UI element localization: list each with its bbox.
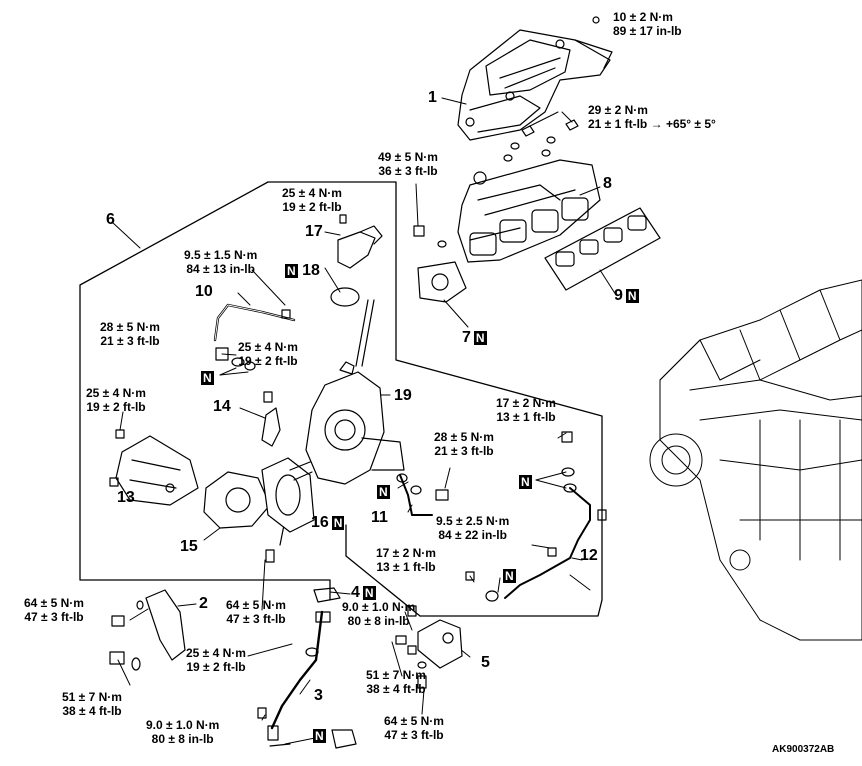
new-part-marker: N (625, 288, 639, 303)
engine-block-illustration (649, 279, 862, 641)
new-part-marker-eyebolt: N (201, 370, 214, 385)
fittings-11 (396, 473, 449, 501)
part-number-12: 12 (580, 547, 598, 564)
pipe-part-2 (109, 589, 186, 671)
new-part-marker: N (331, 515, 345, 530)
part-number-8: 8 (603, 175, 612, 192)
new-part-marker-3: N (313, 728, 326, 743)
manifold-fasteners (413, 16, 600, 248)
heat-protector-part-13 (109, 429, 199, 506)
part-number-10: 10 (195, 283, 213, 300)
new-part-marker: N (362, 585, 376, 600)
new-part-marker-12b: N (503, 568, 516, 583)
heat-shield-part-1 (457, 29, 613, 141)
figure-code: AK900372AB (772, 744, 835, 755)
part-number-11: 11 (371, 509, 388, 526)
gasket-part-7 (417, 261, 467, 303)
oil-pipe-part-3 (270, 610, 324, 730)
eye-bolt-10 (215, 309, 291, 371)
part-number-6: 6 (106, 211, 115, 228)
gasket-part-18 (330, 287, 360, 307)
part-number-13: 13 (117, 489, 135, 506)
new-part-marker: N (285, 263, 298, 278)
part-number-19: 19 (394, 387, 412, 404)
fittings-3 (257, 611, 357, 749)
manifold-gasket-part-9 (544, 207, 661, 291)
bracket-part-14 (261, 407, 281, 447)
part-number-14: 14 (213, 398, 231, 415)
new-part-marker-12a: N (519, 474, 532, 489)
assembly-6-outline (267, 181, 603, 617)
part-number-1: 1 (428, 89, 437, 106)
part-number-3: 3 (314, 687, 323, 704)
part-number-18: N 18 (285, 262, 320, 279)
part-number-17: 17 (305, 223, 323, 240)
part-number-15: 15 (180, 538, 198, 555)
turbocharger-part-19 (305, 299, 405, 485)
bracket-part-5 (395, 605, 463, 689)
exhaust-manifold-part-8 (457, 159, 601, 263)
new-part-marker-11: N (377, 484, 390, 499)
gasket-part-16 (261, 457, 315, 533)
gasket-part-4 (313, 587, 341, 603)
water-pipe-part-12 (504, 487, 591, 599)
part-number-5: 5 (481, 654, 490, 671)
oil-return-part-11 (399, 474, 433, 516)
part-number-2: 2 (199, 595, 208, 612)
fittings-12 (465, 431, 607, 602)
water-fitting-part-17 (337, 214, 383, 269)
new-part-marker: N (473, 330, 487, 345)
